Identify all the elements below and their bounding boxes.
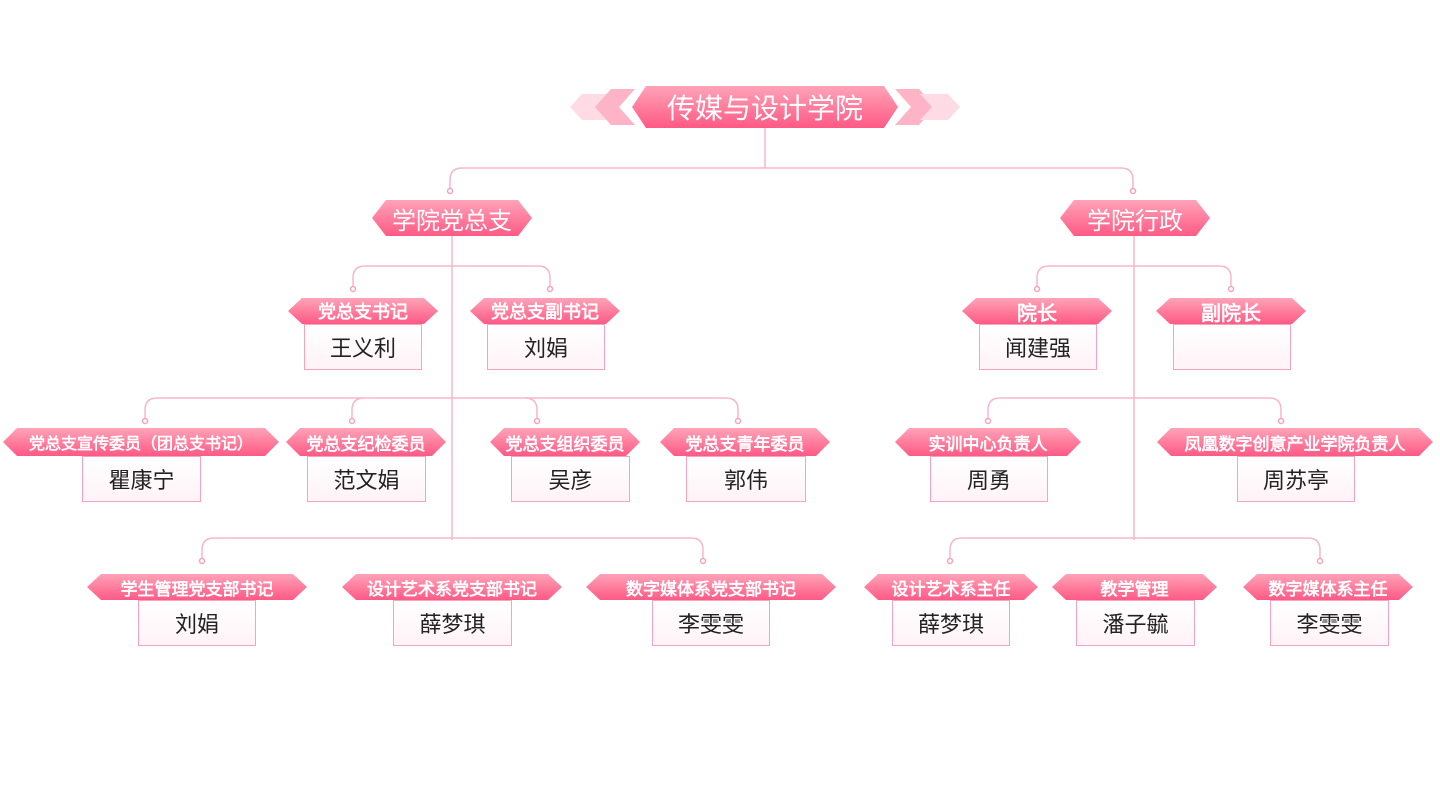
node-role-label: 学院党总支: [372, 200, 532, 236]
node-role-label: 院长: [962, 298, 1112, 324]
node-role-label: 设计艺术系主任: [864, 574, 1038, 600]
node-role-label: 凤凰数字创意产业学院负责人: [1157, 428, 1433, 456]
node-role-label: 党总支副书记: [470, 298, 620, 324]
chevron-left-icon: [570, 94, 610, 120]
node-role-label: 实训中心负责人: [895, 428, 1081, 456]
node-role-label: 学院行政: [1060, 200, 1210, 236]
org-title: 传媒与设计学院: [632, 86, 898, 128]
node-role-label: 党总支书记: [288, 298, 438, 324]
node-role-label: 党总支纪检委员: [286, 428, 446, 456]
node-role-label: 党总支青年委员: [660, 428, 830, 456]
chevron-right-icon: [920, 94, 960, 120]
node-role-label: 数字媒体系党支部书记: [586, 574, 836, 600]
node-role-label: 数字媒体系主任: [1243, 574, 1413, 600]
node-role-label: 教学管理: [1052, 574, 1217, 600]
node-role-label: 设计艺术系党支部书记: [342, 574, 562, 600]
node-role-label: 党总支组织委员: [490, 428, 640, 456]
chevron-left-icon: [595, 89, 635, 125]
node-role-label: 党总支宣传委员（团总支书记）: [3, 428, 279, 456]
node-role-label: 副院长: [1156, 298, 1306, 324]
node-role-label: 学生管理党支部书记: [87, 574, 307, 600]
